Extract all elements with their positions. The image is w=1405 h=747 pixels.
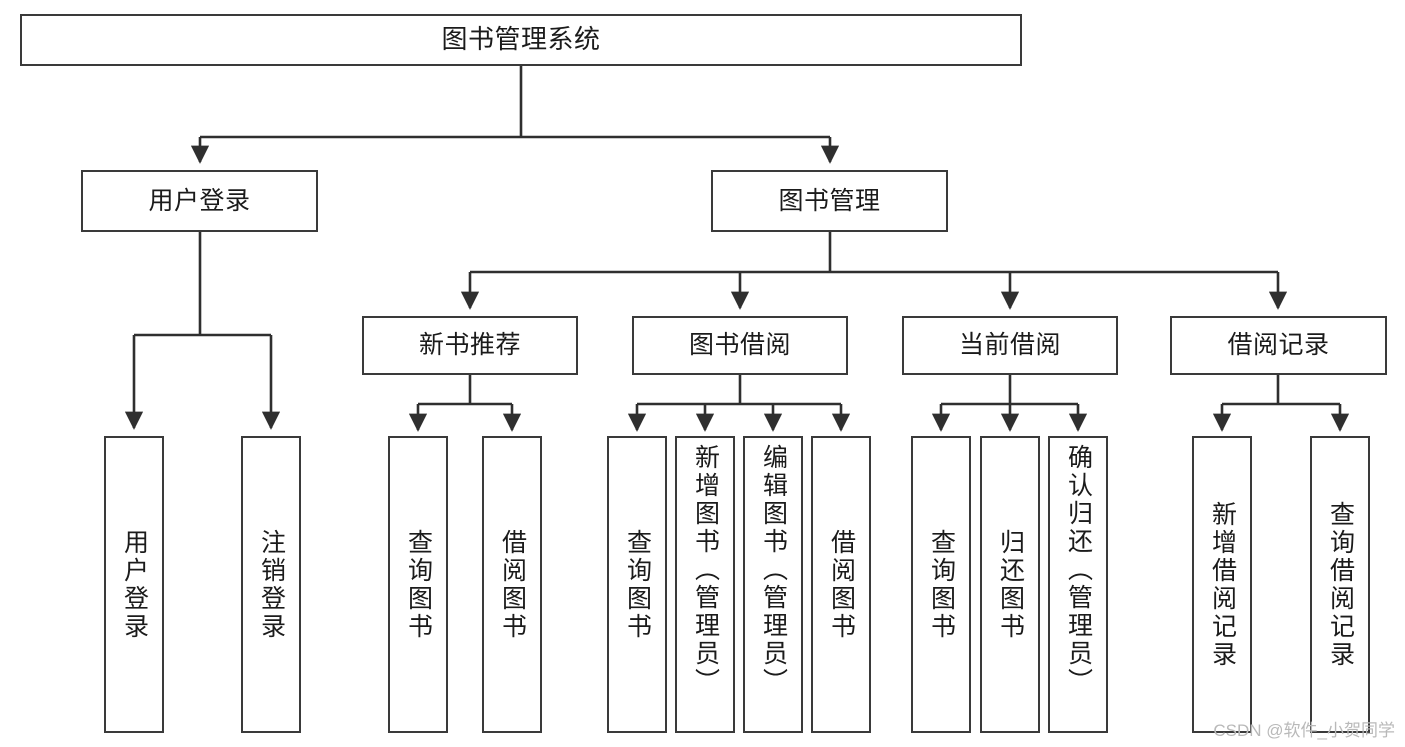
node-label: 归还图书 <box>996 528 1025 641</box>
node-label: 图书借阅 <box>688 331 791 360</box>
node-leaf-query-book-2[interactable]: 查询图书 <box>607 436 667 733</box>
node-leaf-edit-book[interactable]: 编辑图书（管理员） <box>743 436 803 733</box>
node-leaf-user-login[interactable]: 用户登录 <box>104 436 164 733</box>
node-label: 借阅记录 <box>1227 331 1330 360</box>
node-leaf-query-borrow-record[interactable]: 查询借阅记录 <box>1310 436 1370 733</box>
node-label: 用户登录 <box>148 186 251 215</box>
node-leaf-query-book-3[interactable]: 查询图书 <box>911 436 971 733</box>
node-label: 借阅图书 <box>498 528 527 641</box>
node-label: 新书推荐 <box>418 331 521 360</box>
node-label: 注销登录 <box>257 528 286 641</box>
node-new-book-recommend[interactable]: 新书推荐 <box>362 316 578 375</box>
node-label: 编辑图书（管理员） <box>759 444 788 696</box>
node-label: 当前借阅 <box>958 331 1061 360</box>
node-label: 查询图书 <box>404 528 433 641</box>
node-user-login[interactable]: 用户登录 <box>81 170 318 232</box>
node-label: 图书管理 <box>778 186 881 215</box>
node-book-management[interactable]: 图书管理 <box>711 170 948 232</box>
node-leaf-confirm-return[interactable]: 确认归还（管理员） <box>1048 436 1108 733</box>
node-book-borrow[interactable]: 图书借阅 <box>632 316 848 375</box>
node-label: 查询借阅记录 <box>1326 500 1355 669</box>
node-leaf-query-book-1[interactable]: 查询图书 <box>388 436 448 733</box>
node-leaf-add-borrow-record[interactable]: 新增借阅记录 <box>1192 436 1252 733</box>
node-label: 图书管理系统 <box>441 24 601 55</box>
node-label: 查询图书 <box>927 528 956 641</box>
node-current-borrow[interactable]: 当前借阅 <box>902 316 1118 375</box>
node-leaf-return-book[interactable]: 归还图书 <box>980 436 1040 733</box>
node-label: 确认归还（管理员） <box>1064 444 1093 696</box>
node-leaf-add-book[interactable]: 新增图书（管理员） <box>675 436 735 733</box>
node-borrow-record[interactable]: 借阅记录 <box>1170 316 1387 375</box>
node-label: 新增借阅记录 <box>1208 500 1237 669</box>
node-book-management-system[interactable]: 图书管理系统 <box>20 14 1022 66</box>
node-label: 查询图书 <box>623 528 652 641</box>
node-leaf-logout-login[interactable]: 注销登录 <box>241 436 301 733</box>
node-label: 新增图书（管理员） <box>691 444 720 696</box>
node-label: 借阅图书 <box>827 528 856 641</box>
csdn-watermark: CSDN @软件_小贺同学 <box>1213 721 1395 740</box>
node-leaf-borrow-book-1[interactable]: 借阅图书 <box>482 436 542 733</box>
node-leaf-borrow-book-2[interactable]: 借阅图书 <box>811 436 871 733</box>
node-label: 用户登录 <box>120 528 149 641</box>
